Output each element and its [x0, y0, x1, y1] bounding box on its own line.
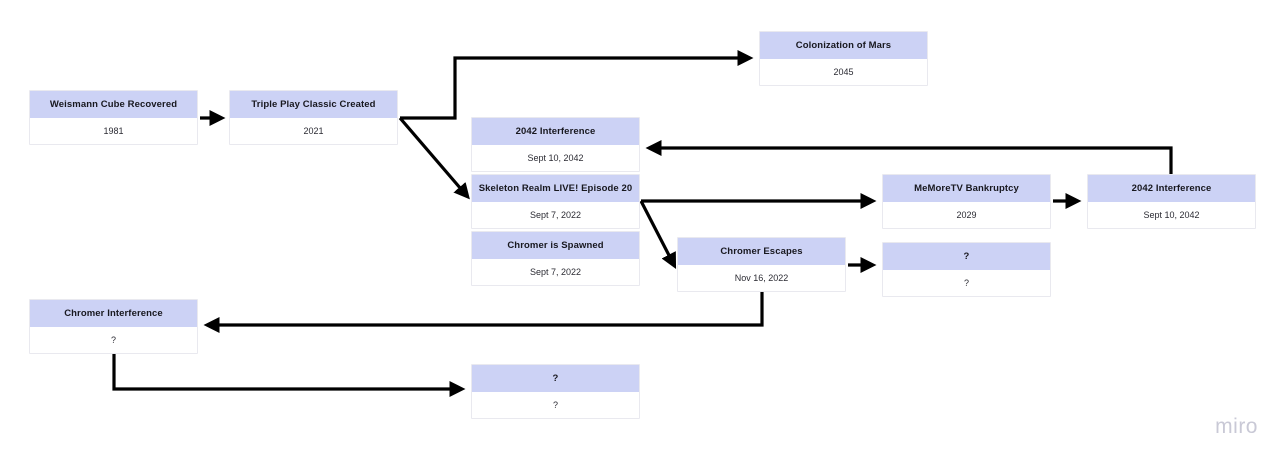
node-date-chromer-escapes: Nov 16, 2022	[678, 265, 845, 291]
node-title-chromer-is-spawned: Chromer is Spawned	[472, 232, 639, 259]
node-title-unknown-right: ?	[883, 243, 1050, 270]
node-title-chromer-escapes: Chromer Escapes	[678, 238, 845, 265]
node-date-memoretv-bankruptcy: 2029	[883, 202, 1050, 228]
node-title-2042-interference-left: 2042 Interference	[472, 118, 639, 145]
node-title-chromer-interference: Chromer Interference	[30, 300, 197, 327]
edge-chromer-interference-to-unknown-bottom[interactable]	[112, 354, 466, 397]
node-unknown-bottom[interactable]: ??	[471, 364, 640, 419]
edge-chromer-escapes-to-chromer-interference[interactable]	[203, 292, 764, 333]
node-title-triple-play-classic-created: Triple Play Classic Created	[230, 91, 397, 118]
node-title-2042-interference-right: 2042 Interference	[1088, 175, 1255, 202]
node-title-unknown-bottom: ?	[472, 365, 639, 392]
node-date-2042-interference-left: Sept 10, 2042	[472, 145, 639, 171]
node-date-chromer-interference: ?	[30, 327, 197, 353]
node-date-unknown-bottom: ?	[472, 392, 639, 418]
miro-watermark: miro	[1215, 415, 1258, 438]
node-date-colonization-of-mars: 2045	[760, 59, 927, 85]
node-unknown-right[interactable]: ??	[882, 242, 1051, 297]
node-title-colonization-of-mars: Colonization of Mars	[760, 32, 927, 59]
node-date-2042-interference-right: Sept 10, 2042	[1088, 202, 1255, 228]
node-date-weismann-cube-recovered: 1981	[30, 118, 197, 144]
edge-2042-right-to-2042-left[interactable]	[645, 140, 1173, 174]
node-title-weismann-cube-recovered: Weismann Cube Recovered	[30, 91, 197, 118]
node-date-skeleton-realm-live-episode-20: Sept 7, 2022	[472, 202, 639, 228]
edge-tripleplay-to-mars[interactable]	[400, 50, 754, 120]
node-chromer-interference[interactable]: Chromer Interference?	[29, 299, 198, 354]
node-date-triple-play-classic-created: 2021	[230, 118, 397, 144]
node-date-unknown-right: ?	[883, 270, 1050, 296]
node-title-skeleton-realm-live-episode-20: Skeleton Realm LIVE! Episode 20	[472, 175, 639, 202]
node-title-memoretv-bankruptcy: MeMoreTV Bankruptcy	[883, 175, 1050, 202]
node-date-chromer-is-spawned: Sept 7, 2022	[472, 259, 639, 285]
edge-tripleplay-to-skeleton[interactable]	[398, 116, 470, 200]
edge-skeleton-to-chromer-escapes[interactable]	[639, 200, 677, 269]
